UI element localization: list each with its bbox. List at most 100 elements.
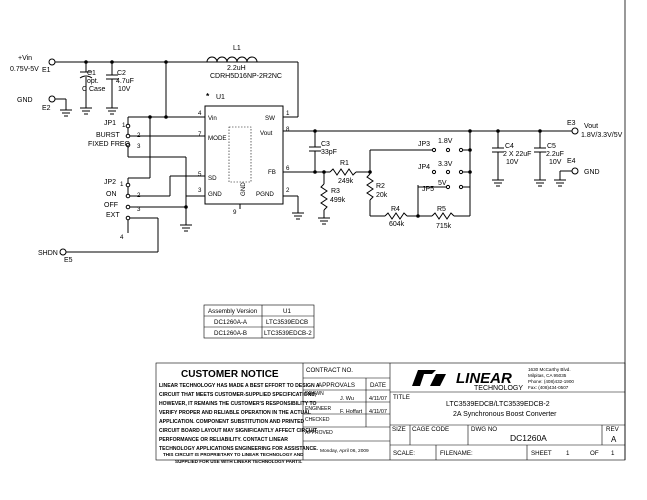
pinnum-fb: 6 [286, 165, 290, 172]
phone: Phone: (408)432-1900 [528, 379, 574, 384]
terminal-e3[interactable] [571, 127, 579, 135]
c2-value: 4.7uF [116, 78, 134, 85]
e2-label: E2 [42, 105, 51, 112]
filename-label: FILENAME: [440, 450, 473, 457]
jp5-contact-b[interactable] [458, 184, 464, 190]
ground-symbol [60, 109, 72, 117]
address-1: 1630 McCarthy Blvd. [528, 367, 571, 372]
rev-label: REV [606, 426, 620, 433]
notice-line: CIRCUIT THAT MEETS CUSTOMER-SUPPLIED SPE… [159, 392, 317, 398]
sheet-no: 1 [566, 450, 570, 457]
ic-marker: * [206, 91, 210, 101]
pin-sw: SW [265, 115, 275, 122]
jp2-contact-1[interactable] [125, 182, 131, 188]
pinnum-tab: 9 [233, 209, 237, 216]
jp2-contact-2[interactable] [125, 193, 131, 199]
notice-line: HOWEVER, IT REMAINS THE CUSTOMER'S RESPO… [159, 401, 316, 407]
e5-label: E5 [64, 257, 73, 264]
jp2-opt3: EXT [106, 212, 120, 219]
c5-name: C5 [547, 143, 556, 150]
dwg-no: DC1260A [510, 433, 547, 443]
pinnum-gnd: 3 [198, 187, 202, 194]
r1-value: 249k [338, 178, 354, 185]
jp3-voltage: 1.8V [438, 138, 453, 145]
pin-gnd: GND [208, 191, 222, 198]
c2-voltage: 10V [118, 86, 131, 93]
jp2-contact-3[interactable] [125, 204, 131, 210]
assembly-header-version: Assembly Version [208, 308, 258, 315]
pinnum-sd: 5 [198, 171, 202, 178]
c5-voltage: 10V [549, 159, 562, 166]
assembly-row1-u1: LTC3539EDCB [266, 319, 308, 326]
jp2-contact-4[interactable] [125, 215, 131, 221]
pin-mode: MODE [208, 135, 227, 142]
resistor-r3 [320, 183, 328, 211]
l1-value: 2.2uH [227, 65, 246, 72]
gnd-out-label: GND [584, 169, 600, 176]
jp3-contact-a[interactable] [431, 147, 437, 153]
c4-value: 2 X 22uF [503, 151, 531, 158]
jp2-pin4: 4 [120, 234, 124, 241]
r1-name: R1 [340, 160, 349, 167]
jp4-contact-c[interactable] [458, 169, 464, 175]
jp4-contact-a[interactable] [431, 169, 437, 175]
company-logo: LINEAR TECHNOLOGY [412, 370, 523, 392]
jp1-contact-3[interactable] [125, 142, 131, 148]
pin-sd: SD [208, 175, 217, 182]
jp3-contact-c[interactable] [458, 147, 464, 153]
title-line1: LTC3539EDCB/LTC3539EDCB-2 [446, 401, 550, 408]
terminal-e4[interactable] [571, 167, 579, 175]
cage-code-label: CAGE CODE [412, 426, 449, 433]
c1-plate-bottom [79, 75, 93, 79]
r5-name: R5 [437, 206, 446, 213]
jp4-contact-b[interactable] [445, 169, 451, 175]
notice-line: PERFORMANCE OR RELIABILITY. CONTACT LINE… [159, 437, 288, 443]
drawn-label: DRAWN [305, 391, 324, 397]
jp3-contact-b[interactable] [445, 147, 451, 153]
terminal-e1[interactable] [48, 58, 56, 66]
logo-text: LINEAR [456, 370, 512, 387]
approved-label: APPROVED [305, 430, 333, 436]
vout-label: Vout [584, 123, 598, 130]
terminal-e5[interactable] [59, 248, 67, 256]
notice-line: LINEAR TECHNOLOGY HAS MADE A BEST EFFORT… [159, 383, 320, 389]
c4-voltage: 10V [506, 159, 519, 166]
notice-footer1-visible: THIS CIRCUIT IS PROPRIETARY TO LINEAR TE… [163, 452, 304, 457]
jp1-contact-1[interactable] [125, 123, 131, 129]
jp2-opt1: ON [106, 191, 117, 198]
pinnum-vin: 4 [198, 110, 202, 117]
jp1-contact-2[interactable] [125, 133, 131, 139]
pinnum-sw: 1 [286, 110, 290, 117]
notice-line: VERIFY PROPER AND RELIABLE OPERATION IN … [159, 410, 311, 416]
notice-footer2: SUPPLIED FOR USE WITH LINEAR TECHNOLOGY … [175, 459, 302, 464]
drawn-date: 4/11/07 [369, 396, 387, 402]
l1-part: CDRH5D16NP-2R2NC [210, 73, 282, 80]
jp4-name: JP4 [418, 164, 430, 171]
c4-name: C4 [505, 143, 514, 150]
jp2-opt2: OFF [104, 202, 118, 209]
vin-label: +Vin [18, 55, 32, 62]
c2-name: C2 [117, 70, 126, 77]
r3-value: 499k [330, 197, 346, 204]
r4-name: R4 [391, 206, 400, 213]
assembly-row1-version: DC1260A-A [214, 319, 248, 326]
terminal-e2[interactable] [48, 95, 56, 103]
l1-name: L1 [233, 45, 241, 52]
date-header: DATE [370, 382, 386, 389]
inductor-l1 [206, 56, 258, 63]
vin-range: 0.75V-5V [10, 66, 39, 73]
shdn-label: SHDN [38, 250, 58, 257]
jp1-pin3: 3 [137, 143, 141, 150]
jp5-contact-a[interactable] [445, 184, 451, 190]
title-label: TITLE [393, 394, 410, 401]
title-block [155, 362, 626, 461]
resistor-r2 [366, 173, 374, 201]
notice-body: LINEAR TECHNOLOGY HAS MADE A BEST EFFORT… [159, 383, 320, 452]
vout-values: 1.8V/3.3V/5V [581, 132, 623, 139]
jp1-opt1: BURST [96, 132, 120, 139]
r5-value: 715k [436, 223, 452, 230]
notice-title: CUSTOMER NOTICE [181, 369, 279, 380]
jp2-pin1: 1 [120, 181, 124, 188]
assembly-row2-version: DC1260A-B [214, 330, 247, 337]
sheet-label: SHEET [531, 450, 552, 457]
